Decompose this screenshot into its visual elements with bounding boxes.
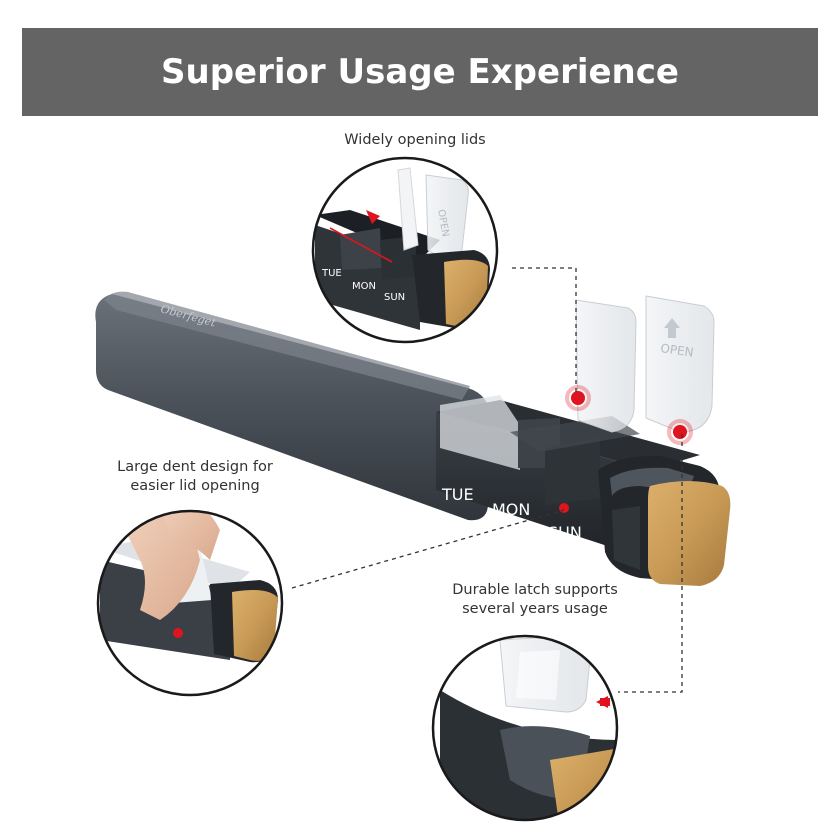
zoom-circle-dent (96, 509, 284, 697)
caption-lids: Widely opening lids (300, 131, 530, 150)
arrow-up-icon (664, 318, 680, 338)
svg-text:TUE: TUE (321, 268, 342, 279)
svg-text:MON: MON (352, 281, 376, 292)
caption-latch: Durable latch supports several years usa… (420, 581, 650, 619)
end-cap (598, 455, 731, 586)
caption-dent-line2: easier lid opening (130, 478, 260, 494)
callout-line-latch (618, 434, 683, 693)
dent-marker (173, 628, 183, 638)
callout-line-dent (291, 509, 565, 589)
caption-dent: Large dent design for easier lid opening (90, 458, 300, 496)
day-label-sun: SUN (548, 523, 582, 542)
caption-dent-line1: Large dent design for (117, 459, 273, 475)
arrow-right-icon (366, 210, 380, 224)
latch-marker (559, 503, 569, 513)
title-banner: Superior Usage Experience (22, 28, 818, 116)
zoom-circle-lids: OPEN TUE MON SUN (311, 156, 499, 344)
lid-open-text: OPEN (660, 341, 695, 359)
day-label-mon: MON (492, 500, 530, 519)
lid-marker-2 (673, 425, 687, 439)
callout-line-lids (512, 267, 577, 396)
open-lids: OPEN (565, 295, 715, 445)
caption-latch-line2: several years usage (462, 601, 608, 617)
callout-lines (291, 267, 683, 693)
svg-text:OPEN: OPEN (435, 209, 451, 238)
pill-tray: TUE MON SUN (436, 395, 700, 560)
caption-lids-text: Widely opening lids (344, 132, 486, 148)
caption-latch-line1: Durable latch supports (452, 582, 618, 598)
bamboo-cap (648, 481, 731, 586)
zoom-circle-latch (431, 634, 619, 822)
svg-text:SUN: SUN (384, 292, 405, 303)
lid-marker-1 (571, 391, 585, 405)
banner-title: Superior Usage Experience (161, 52, 679, 92)
day-label-tue: TUE (441, 485, 474, 504)
